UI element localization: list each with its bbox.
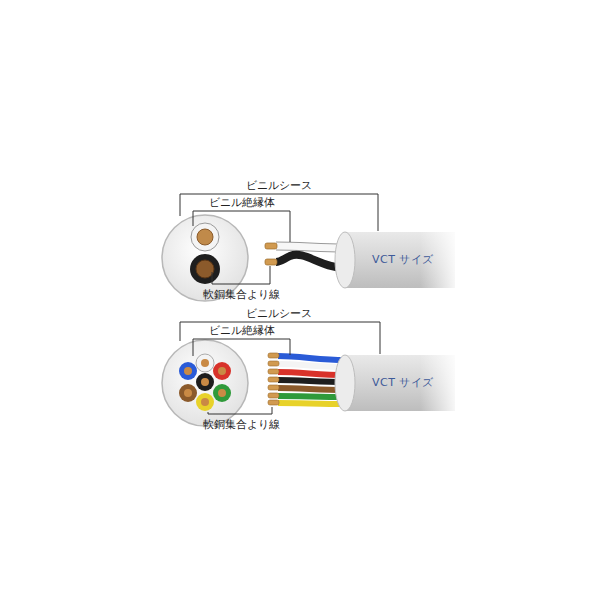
sheath-label: ビニルシース — [246, 307, 312, 320]
cable-print: VCT サイズ — [372, 253, 434, 266]
conductor-label: 軟銅集合より線 — [203, 288, 280, 301]
sheath-label: ビニルシース — [246, 179, 312, 192]
insulation-label: ビニル絶縁体 — [209, 324, 275, 337]
insulation-label: ビニル絶縁体 — [209, 196, 275, 209]
cable-print: VCT サイズ — [372, 376, 434, 389]
conductor-label: 軟銅集合より線 — [203, 418, 280, 431]
two-core-cable — [162, 194, 460, 301]
multi-core-cable — [162, 322, 460, 426]
